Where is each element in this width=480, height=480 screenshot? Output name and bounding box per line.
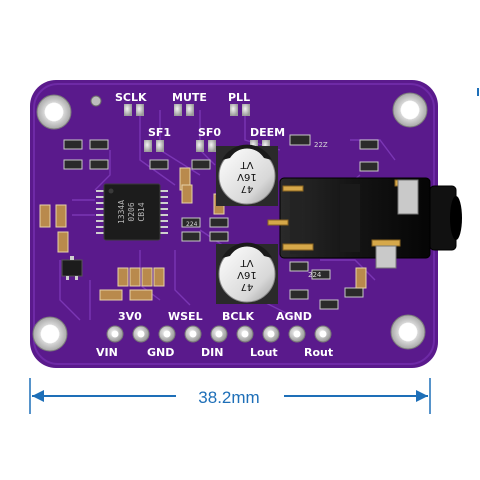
cap-bottom-voltage: 16V <box>237 269 257 280</box>
small-via-hole <box>90 95 102 107</box>
label-rout: Rout <box>304 346 333 359</box>
cap-top-series: VT <box>240 159 254 170</box>
capacitor-bottom: 47 16V VT <box>216 242 278 304</box>
label-gnd: GND <box>147 346 174 359</box>
chip-marking-line2: 0206 <box>127 202 136 221</box>
label-sf0: SF0 <box>198 126 221 139</box>
label-sf1: SF1 <box>148 126 171 139</box>
dimension-indicator: 38.2mm <box>29 378 431 414</box>
part-marking-1: 22Z <box>314 141 328 149</box>
silkscreen-header-labels: 3V0 WSEL BCLK AGND VIN GND DIN Lout Rout <box>96 310 333 359</box>
header-pin-row <box>106 325 332 343</box>
mounting-holes <box>32 92 428 352</box>
label-pll: PLL <box>228 91 250 104</box>
label-mute: MUTE <box>172 91 207 104</box>
dac-chip: 1334A 0206 CB14 <box>96 183 168 241</box>
label-3v0: 3V0 <box>118 310 142 323</box>
cap-bottom-value: 47 <box>241 281 254 292</box>
arrow-right-icon <box>416 390 428 402</box>
label-bclk: BCLK <box>222 310 254 323</box>
cap-top-voltage: 16V <box>237 171 257 182</box>
small-part-markings: 22Z 224 224 <box>186 141 328 279</box>
label-sclk: SCLK <box>115 91 147 104</box>
chip-marking-line1: 1334A <box>117 200 126 224</box>
label-wsel: WSEL <box>168 310 203 323</box>
silkscreen-top-labels: SCLK MUTE PLL SF1 SF0 DEEM <box>115 91 285 139</box>
cap-top-value: 47 <box>241 183 254 194</box>
chip-marking-line3: CB14 <box>137 202 146 221</box>
capacitor-top: 47 16V VT <box>216 144 278 206</box>
regulator-chip <box>61 256 83 280</box>
label-agnd: AGND <box>276 310 312 323</box>
label-din: DIN <box>201 346 223 359</box>
label-vin: VIN <box>96 346 118 359</box>
cap-bottom-series: VT <box>240 257 254 268</box>
audio-jack <box>267 177 462 269</box>
label-deem: DEEM <box>250 126 285 139</box>
arrow-left-icon <box>32 390 44 402</box>
part-marking-3: 224 <box>186 221 198 228</box>
part-marking-2: 224 <box>308 271 322 279</box>
dimension-label: 38.2mm <box>198 388 259 407</box>
label-lout: Lout <box>250 346 278 359</box>
